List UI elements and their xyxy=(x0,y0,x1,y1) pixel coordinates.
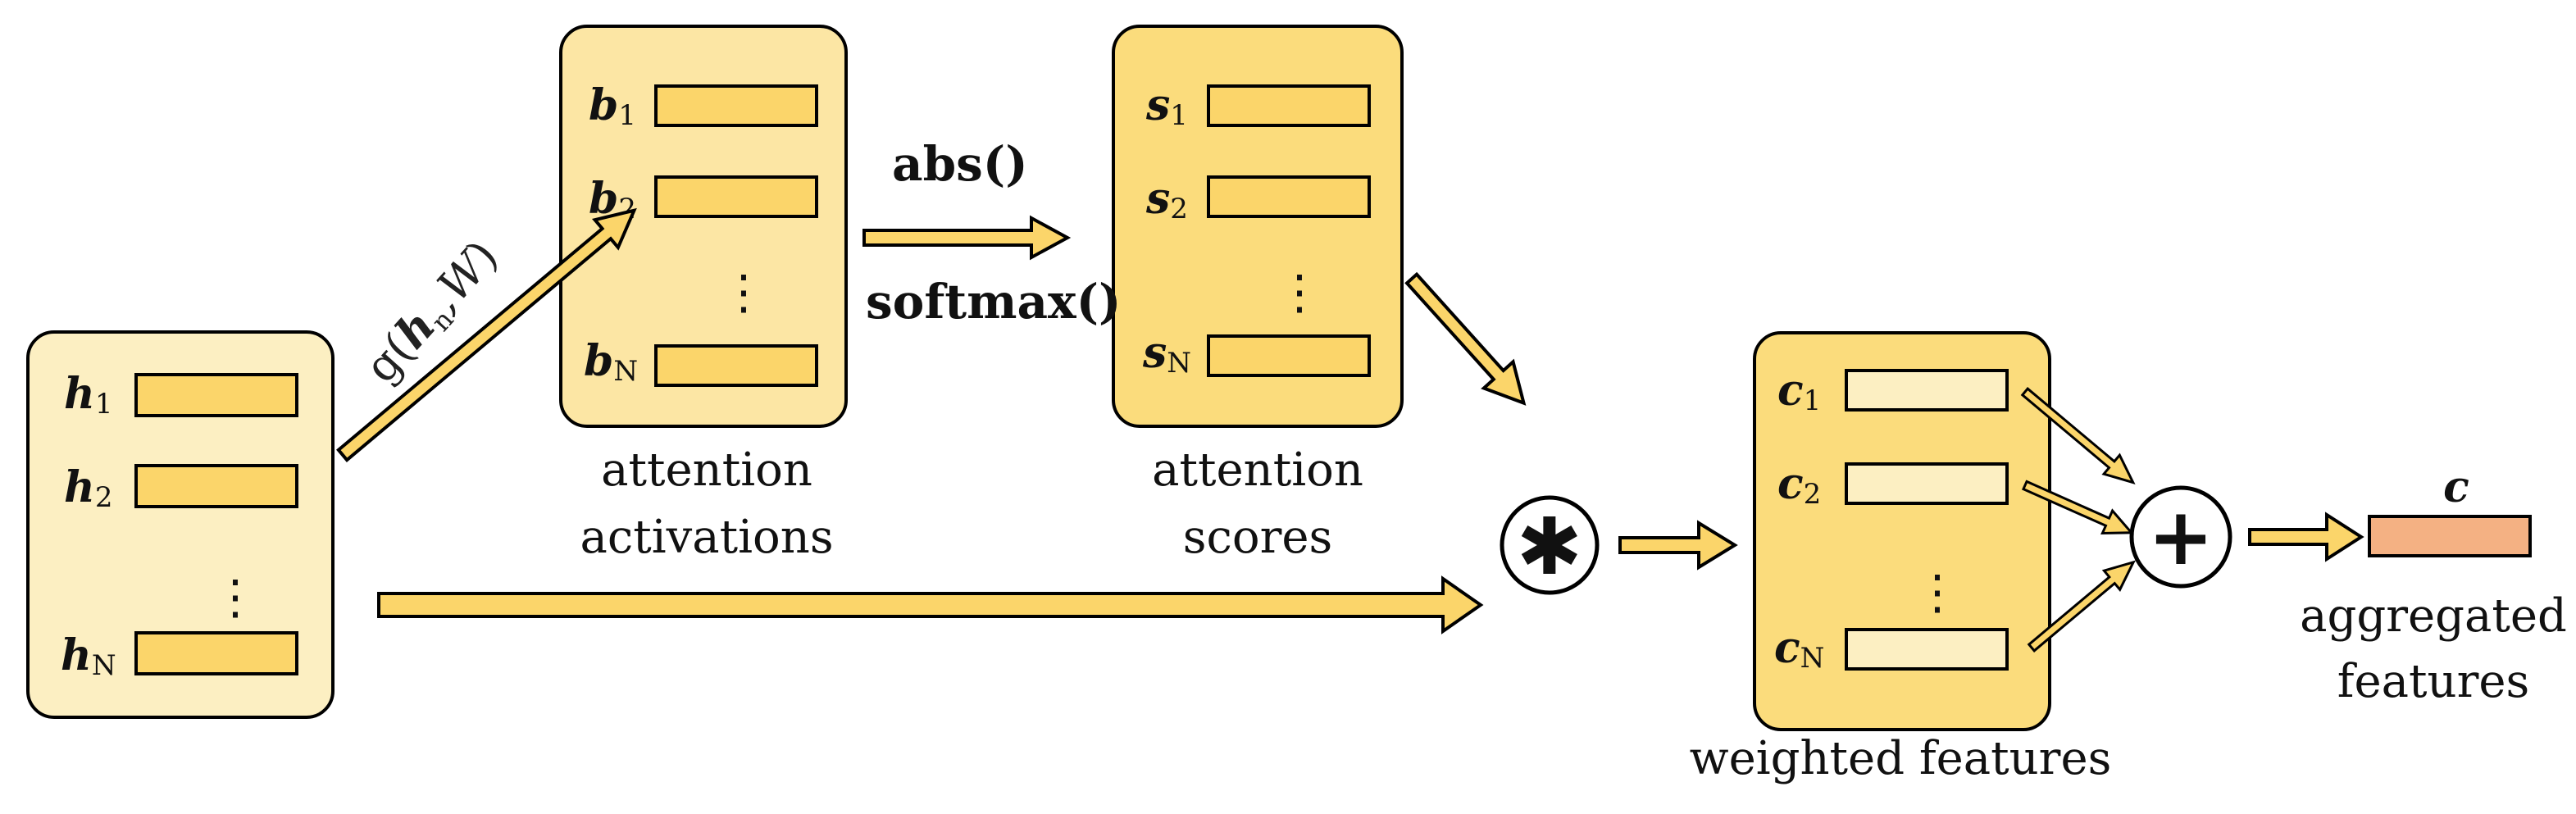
plus-icon: + xyxy=(2148,491,2214,583)
score-sN-bar xyxy=(1207,334,1371,377)
scores-caption-line2: scores xyxy=(1183,511,1332,564)
activation-bN-bar xyxy=(654,344,818,387)
weighted-c1-bar xyxy=(1845,369,2009,412)
activations-dots: ⋮ xyxy=(720,264,767,320)
sum-circle xyxy=(2129,485,2232,589)
score-s2-label: s2 xyxy=(1145,174,1188,225)
weighted-cN-bar xyxy=(1845,628,2009,671)
arrow-activations-to-scores xyxy=(862,215,1072,261)
input-h1-label: h1 xyxy=(64,369,112,421)
input-hN-bar xyxy=(134,631,298,675)
weighted-c2-bar xyxy=(1845,462,2009,505)
arrow-input-to-activations xyxy=(336,207,637,462)
sum-operator: + xyxy=(2129,485,2232,589)
arrow-c2-to-sum xyxy=(2021,480,2134,534)
activation-b1-label: b1 xyxy=(589,80,636,132)
input-hN-label: hN xyxy=(61,630,116,682)
score-s1-bar xyxy=(1207,84,1371,127)
weighted-caption: weighted features xyxy=(1690,732,2112,785)
weighted-c2-label: c2 xyxy=(1777,459,1821,511)
arrow-scores-to-multiply xyxy=(1404,271,1527,406)
scores-dots: ⋮ xyxy=(1276,264,1323,320)
scores-caption-line1: attention xyxy=(1152,443,1363,497)
arrow-cN-to-sum xyxy=(2027,560,2136,653)
output-c-label: c xyxy=(2443,462,2469,512)
abs-function-label: abs() xyxy=(892,136,1028,192)
output-caption-line2: features xyxy=(2337,655,2529,708)
score-s2-bar xyxy=(1207,175,1371,218)
arrow-sum-to-output xyxy=(2248,512,2364,562)
output-c-bar xyxy=(2368,515,2532,557)
score-s1-label: s1 xyxy=(1145,80,1188,132)
softmax-function-label: softmax() xyxy=(866,274,1122,330)
input-dots: ⋮ xyxy=(212,569,259,625)
activation-b2-bar xyxy=(654,175,818,218)
attention-scores-panel: s1 s2 ⋮ sN xyxy=(1112,25,1404,428)
attention-activations-panel: b1 b2 ⋮ bN xyxy=(559,25,848,428)
weighted-cN-label: cN xyxy=(1774,623,1824,675)
input-h1-bar xyxy=(134,373,298,417)
arrow-c1-to-sum xyxy=(2020,387,2136,484)
weighted-dots: ⋮ xyxy=(1914,564,1961,620)
activation-bN-label: bN xyxy=(584,336,638,388)
multiply-icon: ✱ xyxy=(1517,501,1582,593)
weighted-c1-label: c1 xyxy=(1777,366,1821,417)
input-panel-box xyxy=(26,330,335,719)
weighted-features-panel: c1 c2 ⋮ cN xyxy=(1753,331,2051,731)
activations-caption-line2: activations xyxy=(580,511,833,564)
input-h2-label: h2 xyxy=(64,462,112,514)
input-features-panel: h1 h2 ⋮ hN xyxy=(26,330,335,719)
multiply-circle xyxy=(1500,495,1600,595)
activation-b1-bar xyxy=(654,84,818,127)
score-sN-label: sN xyxy=(1142,328,1191,380)
multiply-operator: ✱ xyxy=(1500,495,1600,595)
arrow-multiply-to-weighted xyxy=(1618,520,1738,571)
activations-caption-line1: attention xyxy=(601,443,812,497)
input-h2-bar xyxy=(134,464,298,508)
arrow-input-to-multiply xyxy=(377,575,1484,634)
output-caption-line1: aggregated xyxy=(2300,589,2567,643)
